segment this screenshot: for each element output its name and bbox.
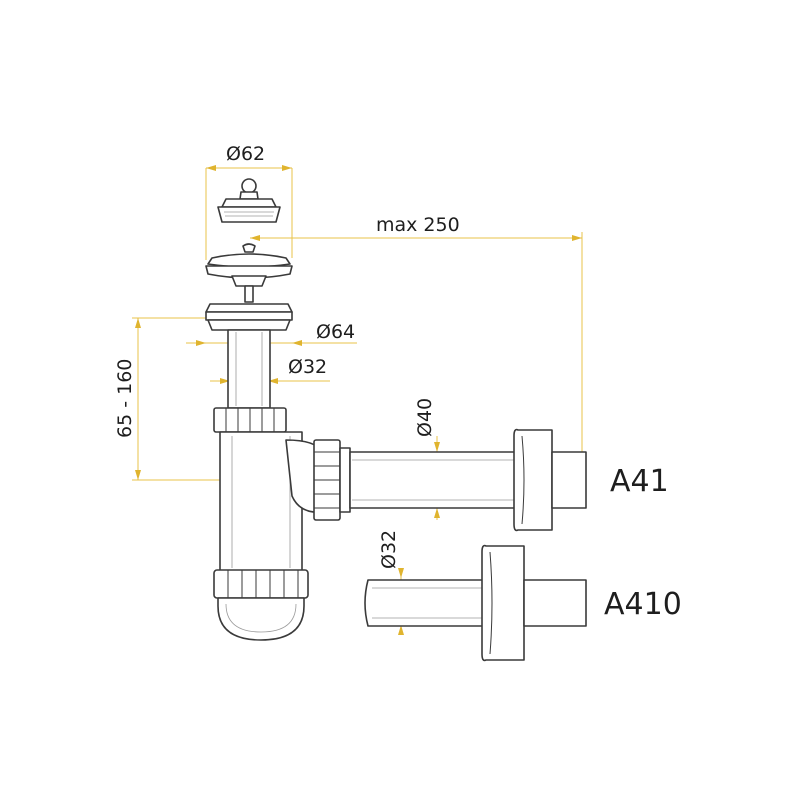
side-nut bbox=[313, 439, 351, 521]
model-code-a410: A410 bbox=[604, 587, 682, 622]
top-nut bbox=[213, 407, 287, 433]
outlet-diameter-a410-label: Ø32 bbox=[378, 530, 400, 569]
flange-diameter-label: Ø64 bbox=[316, 321, 355, 343]
height-range-label: 65 - 160 bbox=[114, 359, 136, 438]
max-length-label: max 250 bbox=[376, 214, 460, 236]
stopper-diameter-label: Ø62 bbox=[226, 143, 265, 165]
outlet-pipe-a410 bbox=[364, 544, 587, 662]
outlet-diameter-a41-label: Ø40 bbox=[414, 398, 436, 437]
tailpiece-diameter-label: Ø32 bbox=[288, 356, 327, 378]
model-code-a41: A41 bbox=[610, 464, 669, 499]
bottle-body bbox=[219, 431, 323, 573]
stopper-plug bbox=[217, 178, 281, 223]
strainer bbox=[205, 243, 293, 303]
dimension-arrows bbox=[135, 165, 582, 635]
bottom-cup bbox=[213, 569, 309, 641]
flange-tailpiece bbox=[205, 303, 293, 409]
outlet-pipe-a41 bbox=[349, 428, 587, 532]
